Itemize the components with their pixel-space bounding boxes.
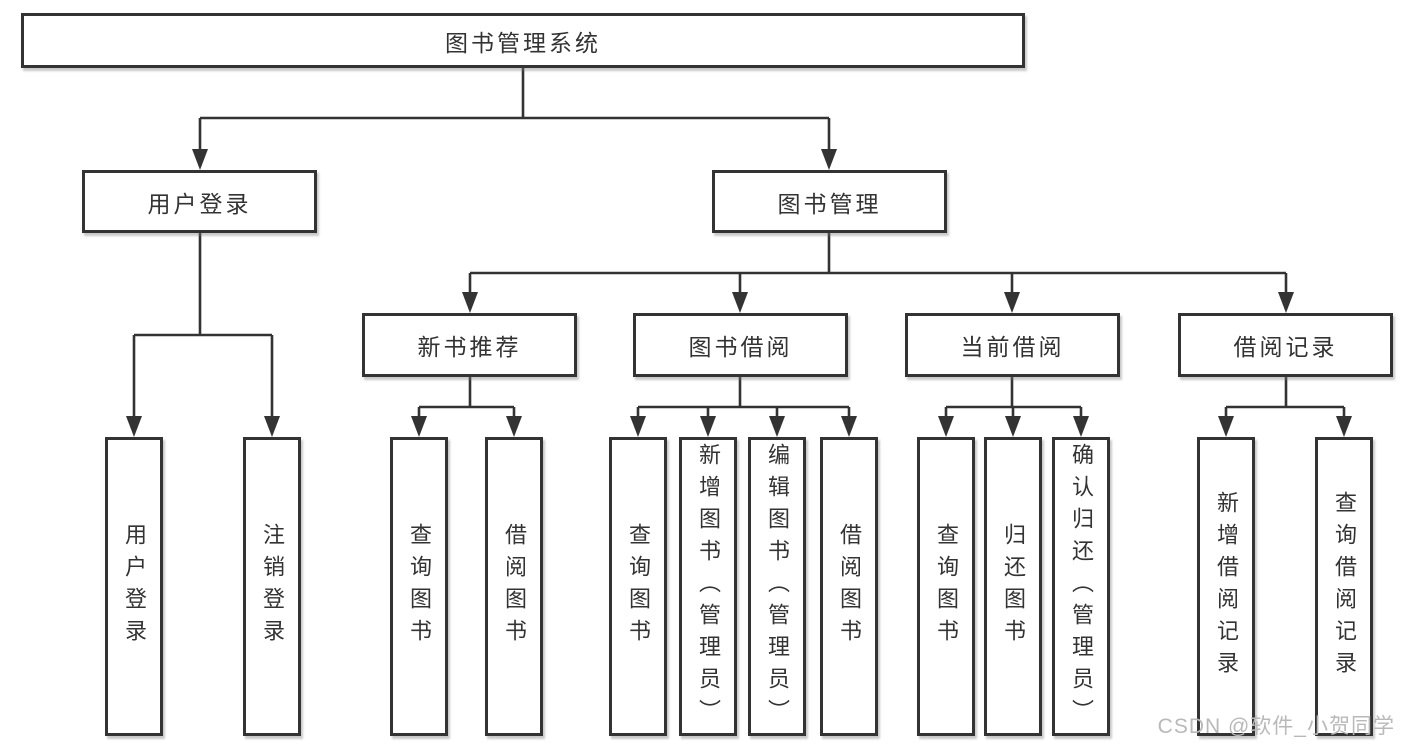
leaf-user-login-label: 用户登录: [122, 522, 147, 651]
leaf-add-borrow-record-label: 新增借阅记录: [1214, 490, 1239, 683]
node-new-book-recommend: 新书推荐: [362, 313, 577, 377]
node-current-borrowing: 当前借阅: [905, 313, 1120, 377]
node-user-login-label: 用户登录: [147, 190, 252, 217]
leaf-logout-label: 注销登录: [260, 522, 285, 651]
leaf-query-books-borrowing: 查询图书: [609, 437, 667, 736]
node-book-borrowing: 图书借阅: [633, 313, 848, 377]
leaf-user-login: 用户登录: [105, 437, 163, 736]
leaf-borrow-books-borrowing: 借阅图书: [820, 437, 878, 736]
node-book-management: 图书管理: [712, 170, 947, 233]
leaf-add-book-admin-label: 新增图书（管理员）: [696, 442, 721, 731]
leaf-edit-book-admin: 编辑图书（管理员）: [748, 437, 806, 736]
leaf-return-books-label: 归还图书: [1001, 522, 1026, 651]
node-current-borrowing-label: 当前借阅: [960, 334, 1065, 360]
node-borrowing-records-label: 借阅记录: [1233, 334, 1338, 360]
leaf-logout: 注销登录: [243, 437, 301, 736]
node-root-label: 图书管理系统: [445, 29, 601, 56]
node-new-book-recommend-label: 新书推荐: [417, 334, 522, 360]
leaf-query-books-recommend: 查询图书: [390, 437, 448, 736]
leaf-confirm-return-admin-label: 确认归还（管理员）: [1069, 442, 1094, 731]
leaf-return-books: 归还图书: [984, 437, 1042, 736]
leaf-query-borrow-record: 查询借阅记录: [1315, 437, 1373, 736]
node-user-login: 用户登录: [82, 170, 317, 233]
leaf-edit-book-admin-label: 编辑图书（管理员）: [765, 442, 790, 731]
leaf-add-book-admin: 新增图书（管理员）: [679, 437, 737, 736]
leaf-borrow-books-recommend: 借阅图书: [485, 437, 543, 736]
leaf-borrow-books-borrowing-label: 借阅图书: [837, 522, 862, 651]
leaf-query-borrow-record-label: 查询借阅记录: [1332, 490, 1357, 683]
leaf-confirm-return-admin: 确认归还（管理员）: [1052, 437, 1110, 736]
leaf-query-books-borrowing-label: 查询图书: [626, 522, 651, 651]
node-book-management-label: 图书管理: [777, 190, 882, 217]
node-root: 图书管理系统: [21, 13, 1025, 68]
leaf-borrow-books-recommend-label: 借阅图书: [502, 522, 527, 651]
node-book-borrowing-label: 图书借阅: [688, 334, 793, 360]
csdn-watermark: CSDN @软件_小贺同学: [1157, 715, 1395, 738]
node-borrowing-records: 借阅记录: [1178, 313, 1393, 377]
leaf-query-books-recommend-label: 查询图书: [407, 522, 432, 651]
leaf-query-books-current-label: 查询图书: [934, 522, 959, 651]
leaf-add-borrow-record: 新增借阅记录: [1197, 437, 1255, 736]
leaf-query-books-current: 查询图书: [917, 437, 975, 736]
